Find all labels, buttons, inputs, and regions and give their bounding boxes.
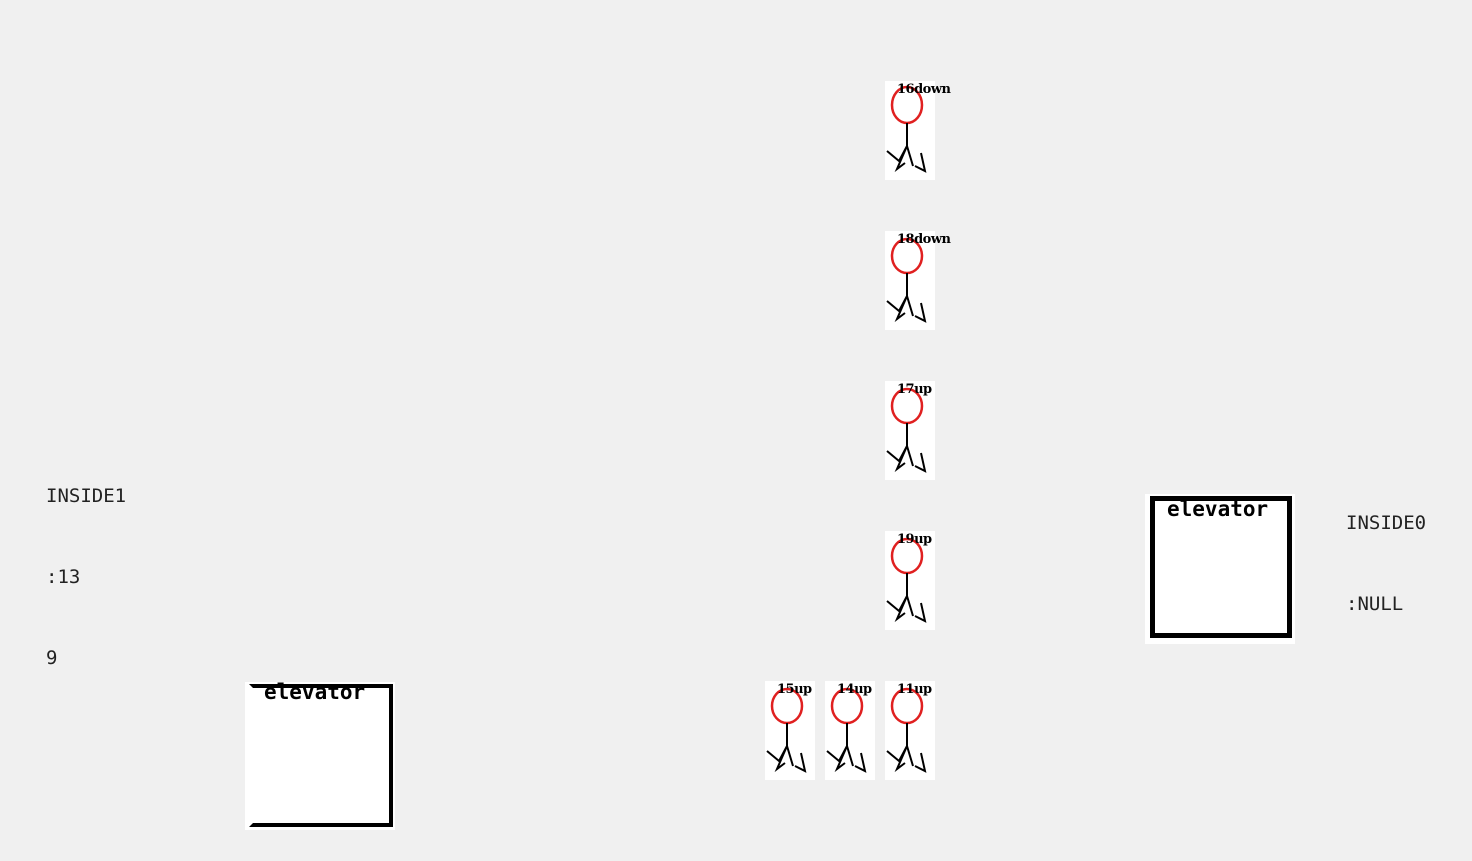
passenger-tag: 11up [897,682,932,697]
passenger-tag: 16down [897,82,951,97]
elevator-1-inside-title: INSIDE1 [46,485,127,507]
passenger: 19up [885,531,935,630]
elevator-1: elevator [245,680,395,830]
passenger: 16down [885,81,951,180]
passenger-tag: 14up [837,682,872,697]
elevator-1-car [249,684,393,827]
passenger: 14up [825,681,875,780]
elevator-1-inside-line: :13 [46,566,81,588]
passenger-tag: 17up [897,382,932,397]
passenger: 11up [885,681,935,780]
elevator-1-inside-info: INSIDE1 :13 9 [46,429,126,726]
elevator-0-inside-title: INSIDE0 [1346,512,1427,534]
elevator-0-inside-line: :NULL [1346,593,1404,615]
passenger-tag: 19up [897,532,932,547]
passenger: 18down [885,231,951,330]
elevator-1-label: elevator [264,680,366,704]
elevator-0-car [1150,496,1292,638]
elevator-0-label: elevator [1167,497,1269,521]
elevator-0-inside-info: INSIDE0 :NULL [1346,456,1426,672]
passenger-tag: 18down [897,232,951,247]
passenger: 17up [885,381,935,480]
passenger: 15up [765,681,815,780]
elevator-1-inside-line: 9 [46,647,58,669]
elevator-0: elevator [1145,494,1295,644]
passenger-tag: 15up [777,682,812,697]
